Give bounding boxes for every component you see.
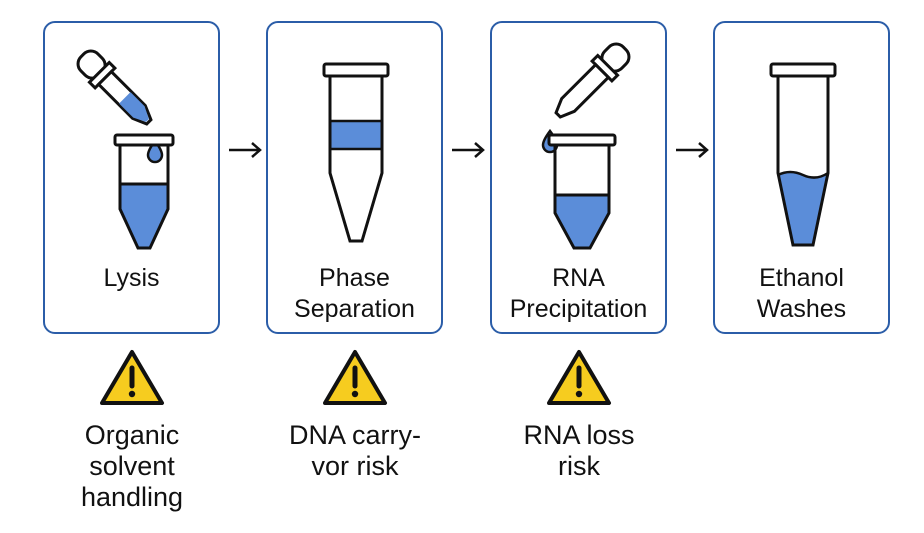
risk-text-dna-carryover: DNA carry- vor risk	[288, 420, 421, 481]
step-label: Ethanol Washes	[756, 264, 847, 323]
step-card-rna-precipitation: RNA Precipitation	[490, 21, 667, 334]
risk-text-rna-loss: RNA loss risk	[523, 420, 635, 481]
step-label: Phase Separation	[294, 264, 415, 323]
wash-tube-icon	[769, 62, 837, 247]
pipette-tube-icon	[541, 42, 631, 250]
right-arrow-icon	[676, 142, 709, 158]
risk-text-organic-solvent: Organic solvent handling	[80, 420, 184, 512]
warning-icon	[547, 350, 611, 405]
step-label: RNA Precipitation	[509, 264, 648, 323]
pipette-tube-icon	[76, 49, 175, 250]
right-arrow-icon	[229, 142, 262, 158]
right-arrow-icon	[452, 142, 485, 158]
step-card-lysis: Lysis	[43, 21, 220, 334]
step-card-phase-separation: Phase Separation	[266, 21, 443, 334]
step-label: Lysis	[103, 264, 160, 292]
phase-tube-icon	[322, 62, 390, 243]
step-card-ethanol-washes: Ethanol Washes	[713, 21, 890, 334]
warning-icon	[100, 350, 164, 405]
warning-icon	[323, 350, 387, 405]
